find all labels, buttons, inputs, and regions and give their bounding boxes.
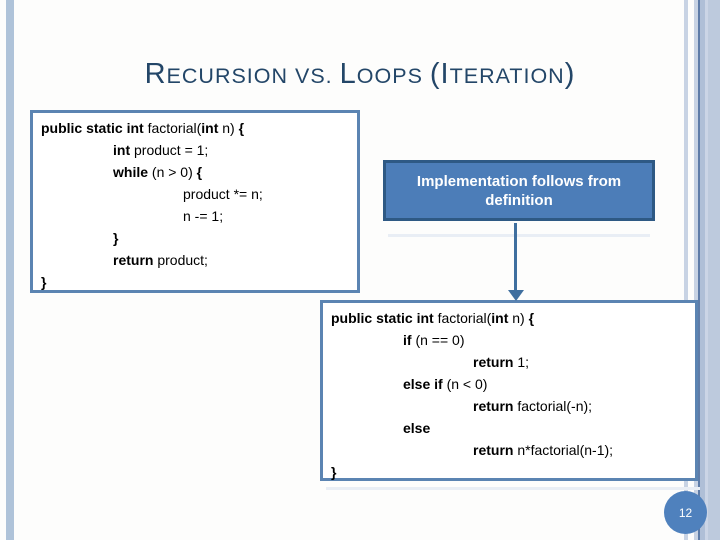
code-text: factorial(-n); <box>513 398 593 414</box>
code-text: n) <box>218 120 239 136</box>
code-line: while (n > 0) { <box>33 161 357 183</box>
code-keyword: public static int <box>331 310 438 326</box>
code-keyword: return <box>473 354 514 370</box>
callout-label: Implementation follows from definition <box>416 172 622 209</box>
code-text: (n == 0) <box>411 332 465 348</box>
code-keyword: { <box>196 164 203 180</box>
code-keyword: return <box>113 252 154 268</box>
code-line: if (n == 0) <box>323 329 695 351</box>
arrow-down-icon <box>508 290 524 301</box>
code-keyword: int <box>491 310 509 326</box>
code-keyword: return <box>473 442 514 458</box>
code-keyword: { <box>238 120 245 136</box>
code-text: n -= 1; <box>183 208 224 224</box>
code-text: factorial( <box>437 310 492 326</box>
code-text: (n > 0) <box>148 164 197 180</box>
code-line: } <box>33 227 357 249</box>
code-keyword: if <box>403 332 412 348</box>
callout-reflection-line <box>388 234 650 237</box>
page-number-badge: 12 <box>664 491 707 534</box>
code-line: int product = 1; <box>33 139 357 161</box>
code-line: n -= 1; <box>33 205 357 227</box>
title-segment: ECURSION VS. <box>166 64 340 89</box>
right-edge-stripe-dark <box>698 0 700 540</box>
code-keyword: } <box>113 230 119 246</box>
callout-box: Implementation follows from definition <box>383 160 655 221</box>
code-text: factorial( <box>147 120 202 136</box>
code-line: } <box>323 461 695 483</box>
title-segment: ) <box>564 58 576 91</box>
code-text: product = 1; <box>130 142 209 158</box>
code-text: 1; <box>513 354 530 370</box>
recursive-factorial-code-box: public static int factorial(int n) {if (… <box>320 300 698 481</box>
title-segment: L <box>339 58 357 91</box>
title-segment: OOPS <box>356 64 430 89</box>
left-edge-stripe <box>6 0 14 540</box>
code-line: return 1; <box>323 351 695 373</box>
code-keyword: public static int <box>41 120 148 136</box>
code-keyword: while <box>113 164 149 180</box>
arrow-connector-stem <box>514 223 517 290</box>
title-segment: TERATION <box>449 64 565 89</box>
code-line: } <box>33 271 357 293</box>
right-edge-stripe <box>700 0 705 540</box>
title-segment: R <box>144 58 167 91</box>
code-line: return product; <box>33 249 357 271</box>
code-line: public static int factorial(int n) { <box>33 117 357 139</box>
code-keyword: { <box>528 310 535 326</box>
code-keyword: int <box>113 142 131 158</box>
page-number: 12 <box>678 505 693 520</box>
code-text: product; <box>153 252 208 268</box>
right-edge-stripe <box>684 0 688 540</box>
code-text: (n < 0) <box>442 376 488 392</box>
code-line: else <box>323 417 695 439</box>
code-keyword: else if <box>403 376 443 392</box>
code-text: n*factorial(n-1); <box>513 442 614 458</box>
slide-title: RECURSION VS. LOOPS (ITERATION) <box>0 54 720 91</box>
code-box-reflection-line <box>326 487 700 490</box>
code-text: product *= n; <box>183 186 263 202</box>
right-edge-stripe <box>694 0 698 540</box>
code-keyword: } <box>331 464 337 480</box>
code-line: public static int factorial(int n) { <box>323 307 695 329</box>
code-keyword: else <box>403 420 431 436</box>
right-edge-stripe <box>705 0 708 540</box>
iterative-factorial-code-box: public static int factorial(int n) {int … <box>30 110 360 293</box>
code-keyword: int <box>201 120 219 136</box>
code-line: return n*factorial(n-1); <box>323 439 695 461</box>
code-keyword: return <box>473 398 514 414</box>
title-segment: (I <box>429 58 450 91</box>
code-text: n) <box>508 310 529 326</box>
code-line: product *= n; <box>33 183 357 205</box>
right-edge-stripe <box>708 0 720 540</box>
code-keyword: } <box>41 274 47 290</box>
code-line: else if (n < 0) <box>323 373 695 395</box>
code-line: return factorial(-n); <box>323 395 695 417</box>
